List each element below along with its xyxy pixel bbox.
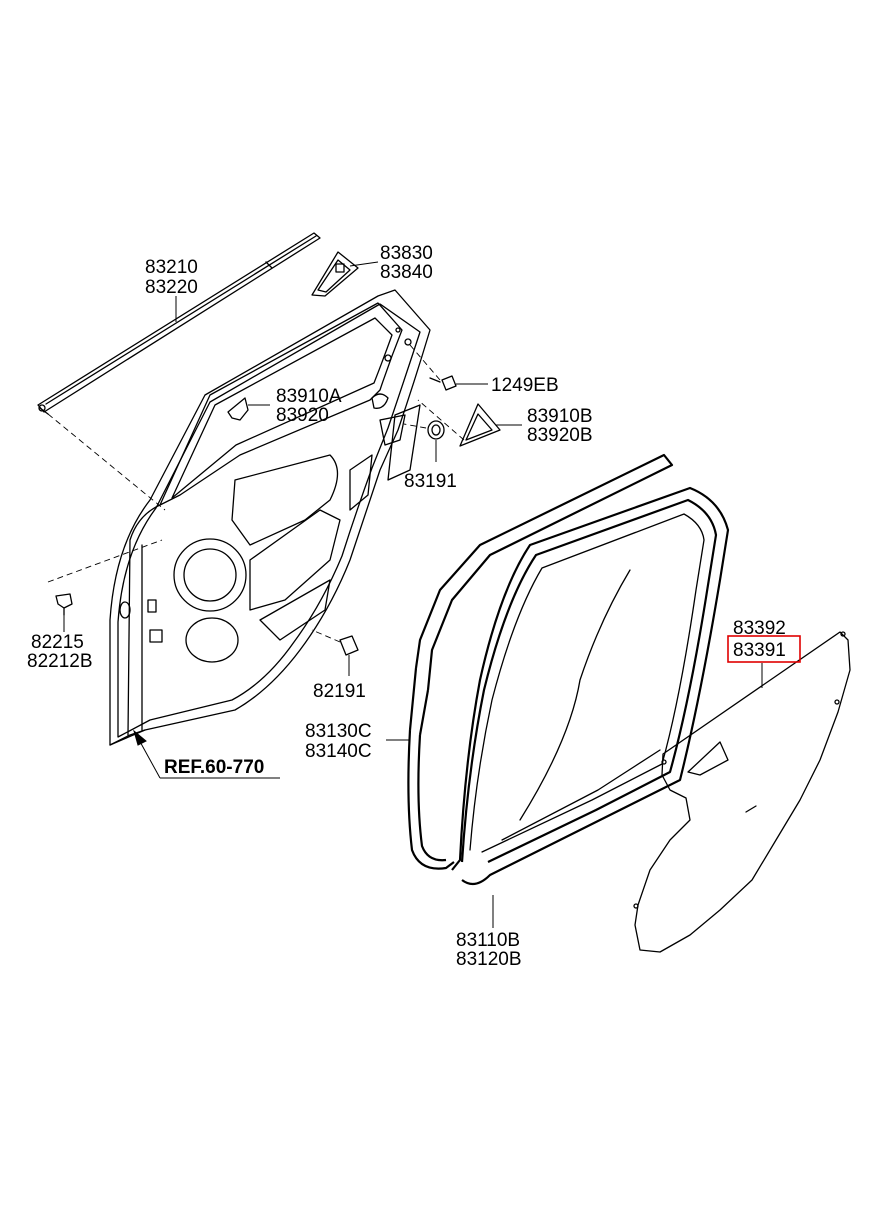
label-83920b: 83920B xyxy=(527,425,593,446)
ref-arrow xyxy=(133,729,280,779)
insulator-pad-83391 xyxy=(633,631,851,953)
label-82212b: 82212B xyxy=(27,651,93,672)
label-83130c: 83130C xyxy=(305,721,372,742)
dash-83910b xyxy=(417,399,465,441)
leader-83830 xyxy=(349,261,379,267)
label-83392: 83392 xyxy=(733,618,786,639)
label-83830: 83830 xyxy=(380,243,433,264)
highlight-box-83391 xyxy=(727,635,801,663)
screw-1249eb xyxy=(429,375,457,391)
dash-plug xyxy=(311,629,341,643)
label-83910b: 83910B xyxy=(527,406,593,427)
label-83220: 83220 xyxy=(145,277,198,298)
dash-screw xyxy=(409,344,441,381)
label-82191: 82191 xyxy=(313,681,366,702)
label-83391: 83391 xyxy=(733,640,786,661)
dash-moulding-to-door xyxy=(47,413,166,511)
dash-grommet xyxy=(403,423,427,429)
delta-cover-83830 xyxy=(311,251,359,297)
label-83120b: 83120B xyxy=(456,949,522,970)
door-weatherstrip-outer xyxy=(407,453,674,870)
dash-clip xyxy=(47,539,163,583)
label-83910a: 83910A xyxy=(276,386,342,407)
label-ref: REF.60-770 xyxy=(164,757,264,778)
label-83920: 83920 xyxy=(276,405,329,426)
label-83191: 83191 xyxy=(404,471,457,492)
door-panel xyxy=(109,289,431,746)
label-83110b: 83110B xyxy=(456,930,520,951)
label-82215: 82215 xyxy=(31,632,84,653)
plug-82191 xyxy=(339,635,359,656)
cover-83910b xyxy=(459,403,501,447)
label-1249eb: 1249EB xyxy=(491,375,559,396)
grommet-83191 xyxy=(427,420,445,440)
label-83140c: 83140C xyxy=(305,741,372,762)
belt-moulding xyxy=(37,232,321,415)
clip-82215 xyxy=(55,593,73,616)
body-weatherstrip-inner xyxy=(451,486,730,886)
label-83840: 83840 xyxy=(380,262,433,283)
label-83210: 83210 xyxy=(145,257,198,278)
bracket-83910a xyxy=(227,397,249,421)
